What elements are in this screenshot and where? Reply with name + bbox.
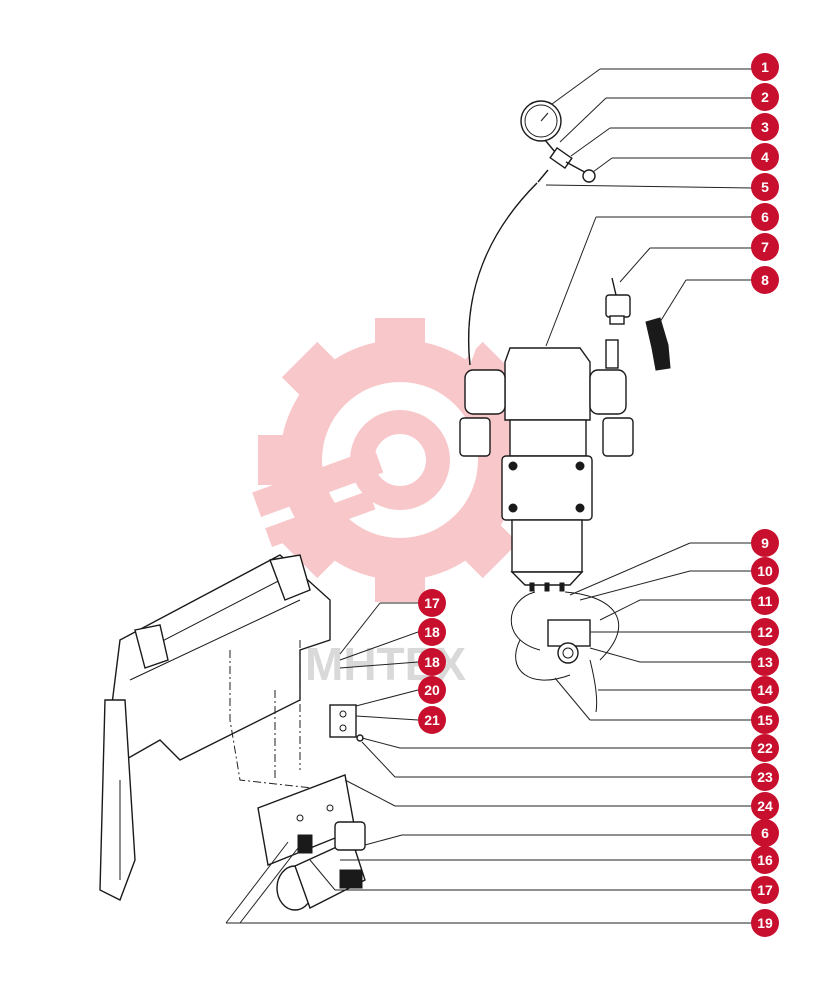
callout-10: 10 (751, 557, 779, 585)
callout-label: 1 (761, 59, 769, 75)
callout-label: 6 (761, 209, 769, 225)
callout-label: 13 (757, 654, 773, 670)
callout-label: 2 (761, 89, 769, 105)
callout-label: 23 (757, 769, 773, 785)
hydraulic-pump-unit (459, 339, 634, 592)
callout-12: 12 (751, 618, 779, 646)
callout-24: 24 (751, 792, 779, 820)
pressure-gauge (520, 100, 562, 159)
callout-label: 7 (761, 239, 769, 255)
callout-18b: 18 (418, 648, 446, 676)
callout-label: 4 (761, 149, 769, 165)
callout-label: 17 (757, 882, 773, 898)
callout-11: 11 (751, 587, 779, 615)
callout-3: 3 (751, 113, 779, 141)
callout-label: 8 (761, 272, 769, 288)
callout-label: 18 (424, 654, 440, 670)
callout-label: 20 (424, 682, 440, 698)
callout-label: 22 (757, 740, 773, 756)
callout-1: 1 (751, 53, 779, 81)
callout-label: 19 (757, 915, 773, 931)
hose-elbow (645, 317, 671, 371)
leader-lines (225, 68, 753, 924)
mounting-bracket (329, 704, 364, 742)
frame-dashline (229, 650, 331, 791)
callout-label: 9 (761, 535, 769, 551)
callout-13: 13 (751, 648, 779, 676)
callout-22: 22 (751, 734, 779, 762)
callout-16: 16 (751, 846, 779, 874)
callout-label: 12 (757, 624, 773, 640)
callout-23: 23 (751, 763, 779, 791)
callout-label: 18 (424, 624, 440, 640)
callout-18a: 18 (418, 618, 446, 646)
callout-6: 6 (751, 203, 779, 231)
callout-label: 3 (761, 119, 769, 135)
callout-label: 5 (761, 179, 769, 195)
callout-2: 2 (751, 83, 779, 111)
wiring-harness (510, 591, 620, 713)
callout-17b: 17 (751, 876, 779, 904)
callout-4: 4 (751, 143, 779, 171)
callout-8: 8 (751, 266, 779, 294)
callout-6b: 6 (751, 819, 779, 847)
callout-label: 17 (424, 595, 440, 611)
callout-label: 10 (757, 563, 773, 579)
callout-17a: 17 (418, 589, 446, 617)
callout-20: 20 (418, 676, 446, 704)
callout-15: 15 (751, 706, 779, 734)
callout-label: 21 (424, 712, 440, 728)
callout-label: 24 (757, 798, 773, 814)
callout-14: 14 (751, 676, 779, 704)
callout-19: 19 (751, 909, 779, 937)
callout-label: 14 (757, 682, 773, 698)
electric-motor (276, 821, 366, 911)
callout-label: 6 (761, 825, 769, 841)
tee-fitting (537, 146, 596, 183)
callout-label: 15 (757, 712, 773, 728)
callout-label: 11 (758, 593, 773, 609)
callout-5: 5 (751, 173, 779, 201)
toggle-switch (605, 277, 631, 325)
callout-21: 21 (418, 706, 446, 734)
callout-9: 9 (751, 529, 779, 557)
callout-7: 7 (751, 233, 779, 261)
callout-label: 16 (757, 852, 773, 868)
